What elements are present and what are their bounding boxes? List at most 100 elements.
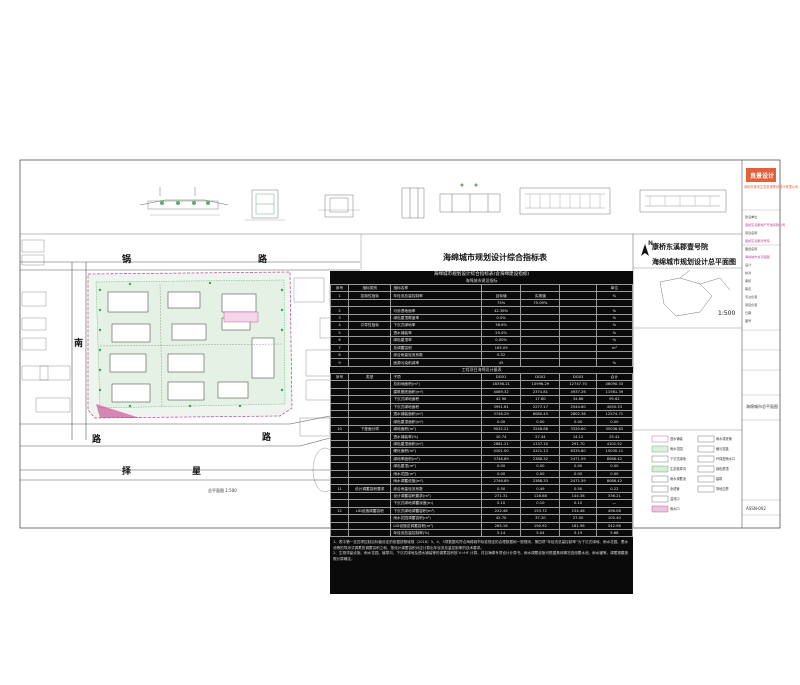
title-block-line: 康桥东溪郡壹号院 (745, 239, 770, 243)
table-cell (520, 343, 561, 352)
table-cell: 子项 (390, 372, 482, 382)
title-block-line: 建设单位 (745, 215, 758, 219)
table-cell: 下沉式绿地率 (390, 321, 482, 330)
table-cell: 0.10 (480, 499, 522, 508)
table-cell: % (595, 291, 633, 300)
table-cell: 7 (330, 343, 350, 352)
table-row: 序号指标类别指标名称单位 (330, 283, 633, 293)
table-cell: 设计调蓄容积要求 (348, 484, 392, 493)
table-cell: 10.74 (480, 432, 522, 441)
table-cell (348, 469, 392, 478)
table-cell (330, 528, 350, 538)
company-name: 良景设计 (750, 173, 775, 180)
table-cell: 0.00 (480, 469, 522, 478)
table-cell: 9032.21 (480, 424, 522, 434)
table-cell (330, 499, 350, 508)
table-cell: 雨水花园(m²) (390, 469, 482, 478)
table-cell: 46090.33 (595, 380, 633, 389)
table-row: 75%75.09% (330, 298, 633, 308)
table-cell: 合计 (595, 372, 633, 382)
table-cell: 雨水花园调蓄容积(m³) (390, 514, 482, 523)
table-cell: 4 (330, 321, 350, 330)
table-cell (348, 313, 392, 323)
table-cell: 128.68 (520, 491, 561, 501)
legend-item: 绿色屋顶 (716, 467, 729, 471)
road-label-north-1: 锅 (122, 255, 132, 265)
table-cell: 181.96 (559, 521, 597, 531)
table-cell: 0.10 (559, 499, 597, 508)
table-cell: 154.46 (559, 506, 597, 516)
table-cell: 绿色屋顶覆盖率 (390, 313, 482, 323)
table-cell: 1 (330, 291, 350, 300)
title-block-line: 审定 (745, 287, 752, 291)
table-cell: 8086.42 (595, 454, 633, 464)
road-label-south-2: 星 (192, 467, 202, 477)
table-cell: 2681.21 (480, 439, 522, 449)
table-cell: 18356.21 (480, 380, 522, 389)
table-cell: 0.00 (559, 469, 597, 478)
title-block-line: 专业负责 (745, 295, 758, 299)
table-cell: 3951.61 (480, 402, 522, 412)
table-cell: 年径流总量控制率 (390, 291, 482, 300)
table-cell: 2471.59 (559, 454, 597, 464)
table-cell (559, 343, 597, 352)
table-cell (348, 343, 392, 352)
table-cell (348, 380, 392, 389)
key-plan (659, 269, 731, 317)
table-cell: % (595, 321, 633, 330)
table-cell: LID设施总调蓄容积(m³) (390, 521, 482, 531)
table-cell (520, 306, 561, 315)
project-name: 康桥东溪郡壹号院 (652, 243, 708, 251)
table-cell: 4121.13 (520, 447, 561, 456)
table-cell: 8 (330, 350, 350, 360)
title-block-line: 康桥东溪郡地产开发有限公司 (745, 223, 786, 227)
table-cell: 153.72 (520, 506, 561, 516)
table-cell: 25.0% (480, 328, 522, 338)
road-label-south-1: 择 (122, 467, 132, 477)
table-cell: m³ (595, 343, 633, 352)
north-arrow-icon (641, 244, 649, 256)
table-cell: 4089.32 (480, 387, 522, 397)
drawing-title-block: 海绵城市总平面图 (746, 404, 778, 409)
table-cell: 542.96 (595, 521, 633, 531)
table-cell: 5.14 (480, 528, 522, 538)
table-cell (559, 313, 597, 323)
table-cell: 95.62 (595, 395, 633, 404)
legend-item: 透水铺装 (670, 437, 683, 441)
table-cell (559, 328, 597, 338)
table-cell (348, 350, 392, 360)
table-cell (330, 432, 350, 441)
table-cell: 2 (330, 306, 350, 315)
table-notes: 1、表中第一至四项控制目标值设定的依据按照城规〔2016〕3、4、5项数据均符合… (330, 537, 633, 562)
table-cell: 2802.36 (559, 409, 597, 419)
title-block-line: 海绵城市总平面图 (745, 255, 770, 259)
table-cell (330, 447, 350, 456)
table-cell: 指标类别 (348, 283, 392, 293)
table-cell: 序号 (330, 283, 350, 293)
table-cell (330, 417, 350, 426)
table-cell: 27.50 (559, 514, 597, 523)
legend-item: 场地边界 (716, 487, 729, 491)
table-cell: 0.00 (595, 462, 633, 471)
table-cell (520, 283, 561, 293)
table-cell (559, 298, 597, 308)
table-cell: 下沉式绿地调蓄深度(m) (390, 499, 482, 508)
table-cell: 实现值 (520, 291, 561, 300)
table-cell: 45 (480, 358, 522, 367)
table-header: 海绵城市规划设计综合指标表(含海绵建设指标) (433, 272, 530, 277)
legend-item: 雨水调蓄池 (670, 477, 686, 481)
table-cell: 0.00 (559, 417, 597, 426)
table-cell: 17.60 (520, 395, 561, 404)
table-cell: 34.86 (559, 395, 597, 404)
table-cell: 绿地面积(m²) (390, 424, 482, 434)
table-cell (520, 321, 561, 330)
road-label-mid-1: 路 (92, 435, 102, 445)
